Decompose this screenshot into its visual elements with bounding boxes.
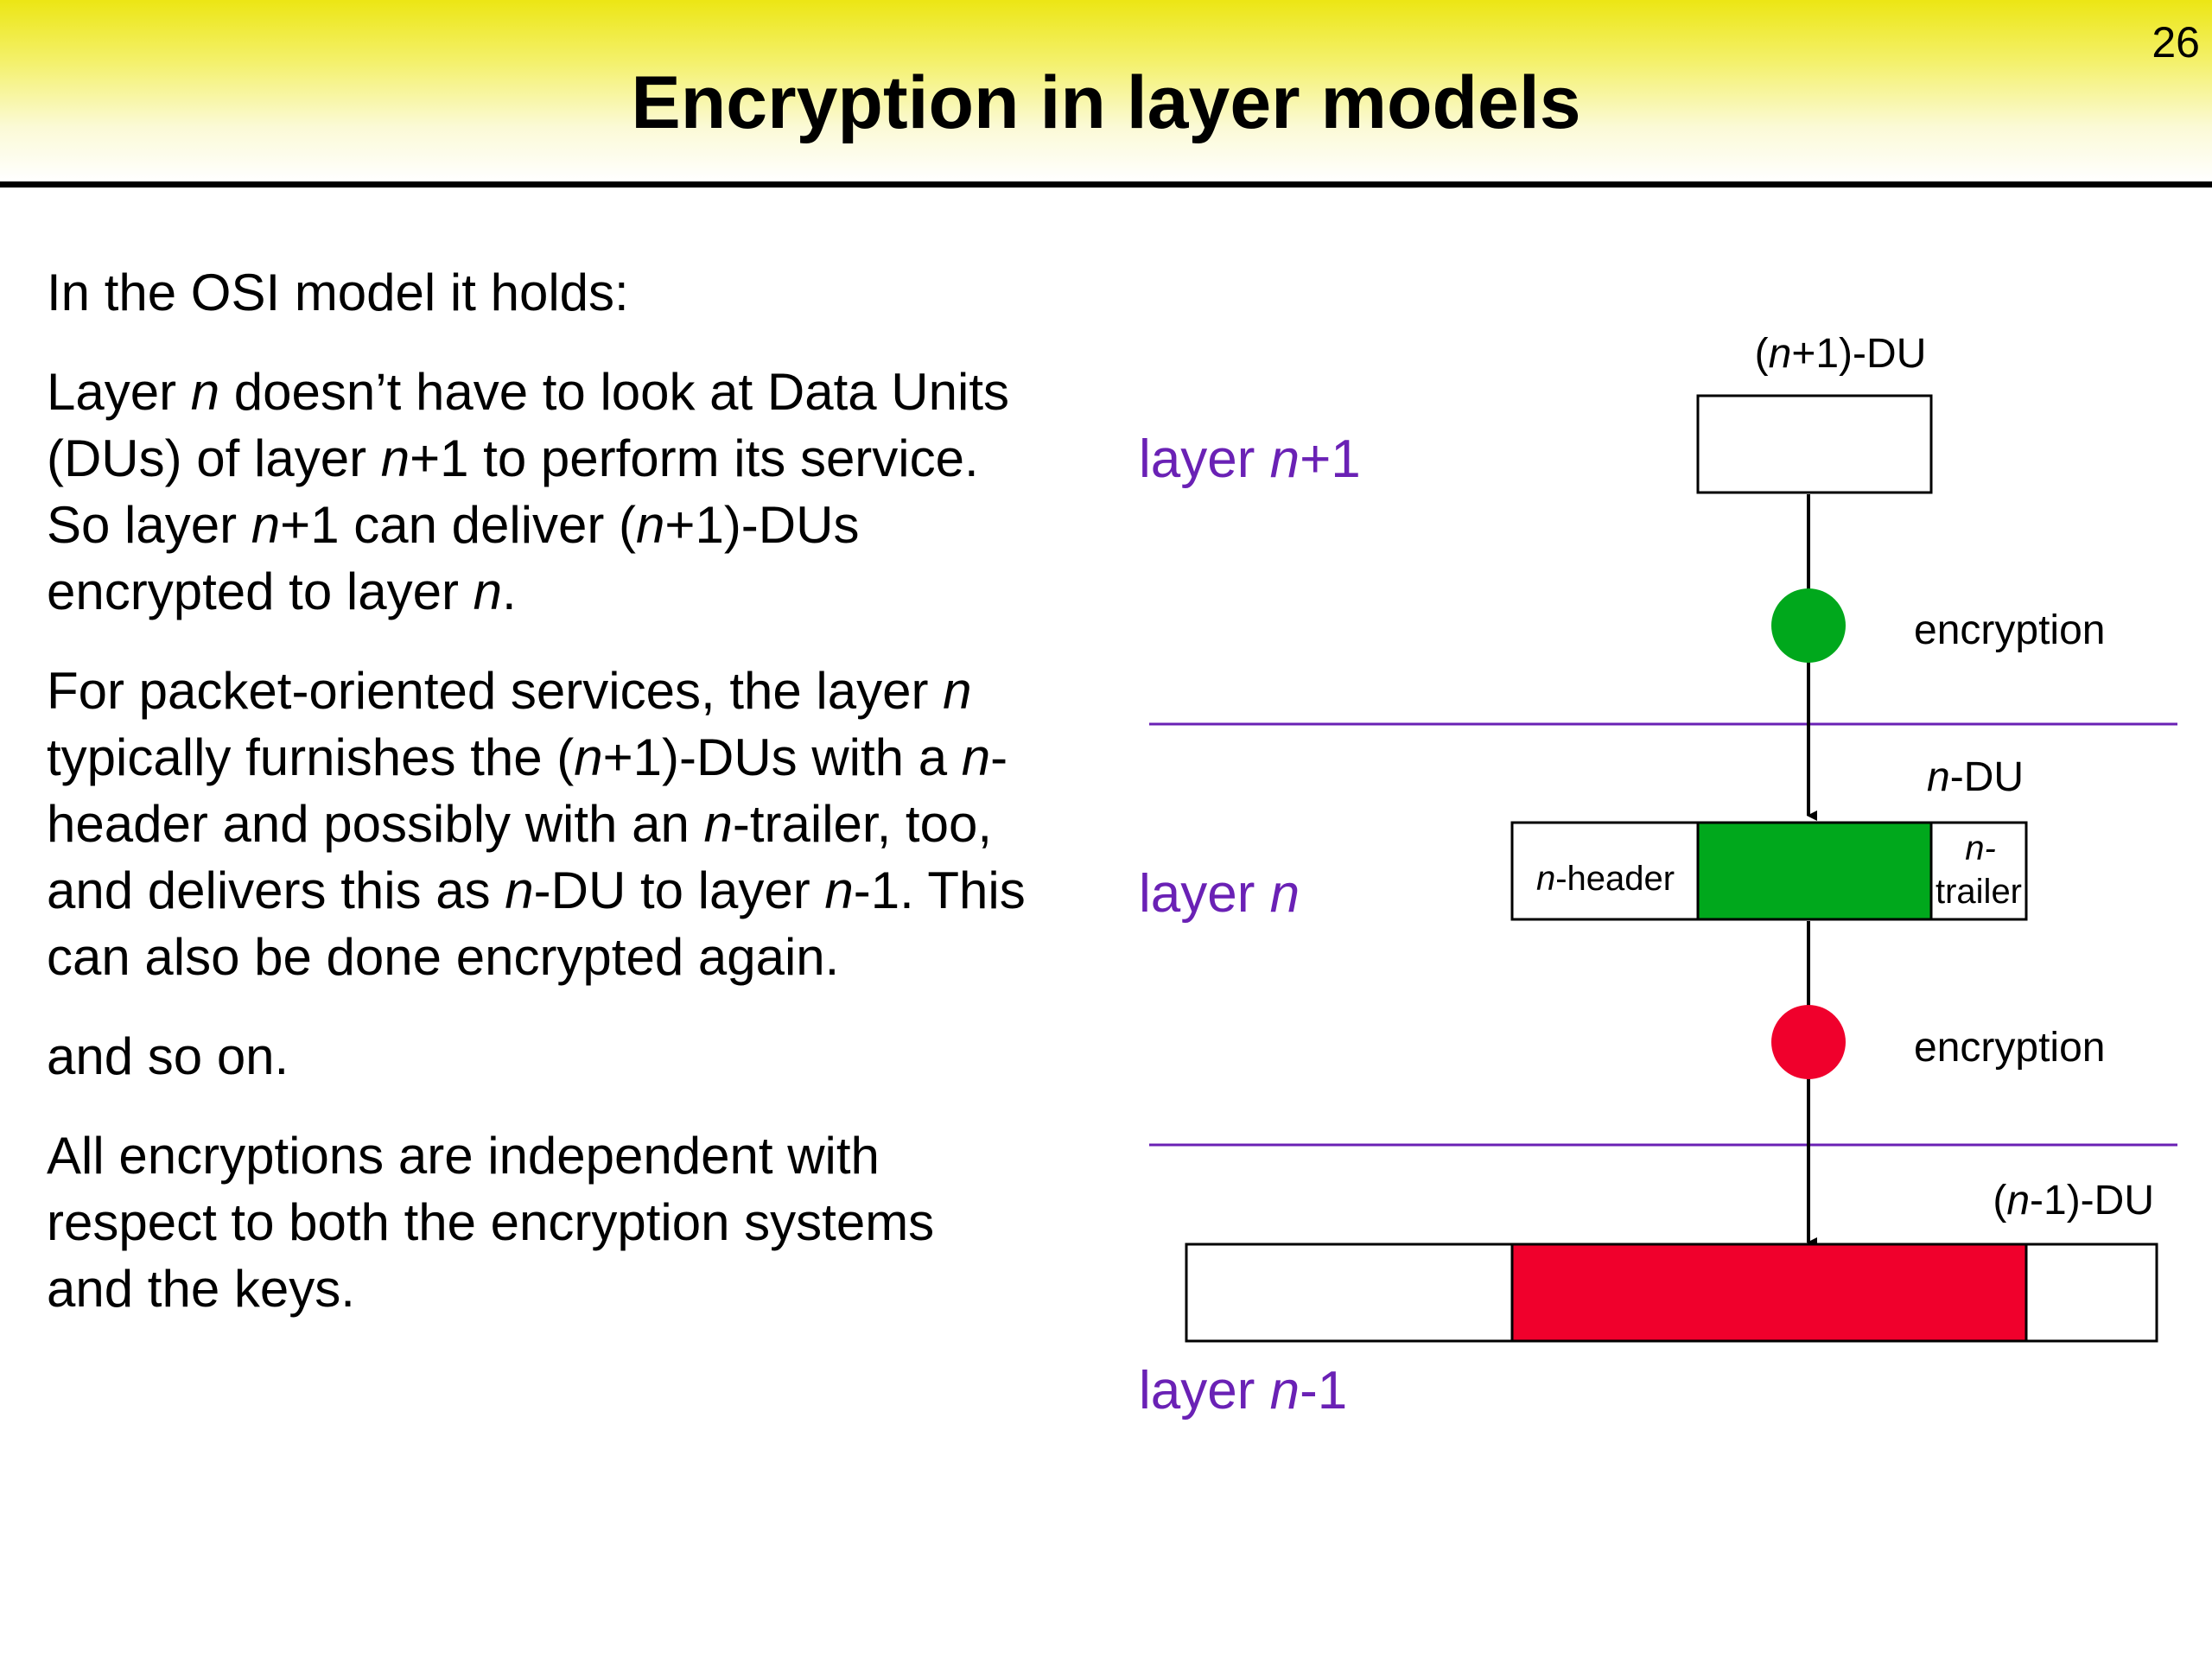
encryption-dot-green: [1771, 588, 1846, 663]
n-du-payload-green: [1696, 821, 1933, 921]
du-label-n-plus-1: (n+1)-DU: [1755, 331, 1927, 377]
du-box-n-plus-1: [1696, 394, 1933, 494]
n-trailer-label-line1: n-: [1965, 830, 1996, 868]
paragraph-and-so-on: and so on.: [47, 1027, 289, 1085]
paragraph-intro: In the OSI model it holds:: [47, 264, 629, 321]
du-label-n: n-DU: [1927, 754, 2024, 800]
page-number: 26: [2152, 18, 2200, 67]
layer-label-n-plus-1: layer n+1: [1139, 429, 1361, 489]
layer-label-n: layer n: [1139, 864, 1300, 924]
paragraph-layer-n: Layer n doesn’t have to look at Data Uni…: [47, 363, 1009, 620]
n-minus-1-du-payload-red: [1510, 1243, 2028, 1343]
encryption-label-lower: encryption: [1914, 1025, 2105, 1071]
encryption-label-upper: encryption: [1914, 607, 2105, 653]
n-header-box: [1510, 821, 1700, 921]
du-label-n-minus-1: (n-1)-DU: [1993, 1178, 2154, 1224]
encryption-dot-red: [1771, 1005, 1846, 1079]
n-header-label: n-header: [1536, 860, 1675, 898]
paragraph-packet-oriented: For packet-oriented services, the layer …: [47, 662, 1026, 986]
n-trailer-box: [1929, 821, 2028, 921]
title-bar: Encryption in layer models 26: [0, 0, 2212, 188]
paragraph-independent: All encryptions are independent with res…: [47, 1127, 935, 1318]
body-text: In the OSI model it holds: Layer n doesn…: [47, 259, 1032, 1355]
slide-title: Encryption in layer models: [631, 61, 1581, 144]
layer-label-n-minus-1: layer n-1: [1139, 1361, 1347, 1421]
n-trailer-label-line2: trailer: [1936, 873, 2022, 911]
